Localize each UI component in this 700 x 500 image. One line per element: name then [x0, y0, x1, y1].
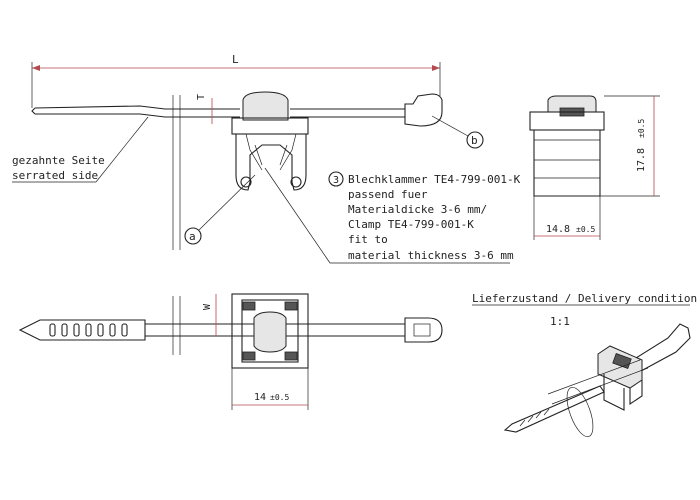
height-tol: ±0.5 [637, 119, 646, 138]
height-label: 17.8 [636, 148, 647, 172]
tie-head-top [253, 311, 287, 353]
serrated-label-de: gezahnte Seite [12, 154, 105, 167]
clamp-line-3: Materialdicke 3-6 mm/ [348, 203, 487, 216]
delivery-scale: 1:1 [550, 315, 570, 328]
tie-tail [404, 93, 443, 127]
bottom-width-tol: ±0.5 [270, 393, 289, 402]
length-label: L [232, 53, 239, 66]
clamp-number: 3 [333, 175, 339, 186]
clamp-top-view [231, 293, 309, 369]
clamp-line-6: material thickness 3-6 mm [348, 249, 514, 262]
tie-tip [18, 319, 146, 341]
callout-b-label: b [471, 134, 478, 147]
tie-tail-top [404, 317, 443, 343]
end-view-body [533, 130, 601, 197]
callout-a-label: a [189, 230, 196, 243]
delivery-condition: Lieferzustand / Delivery condition 1:1 [472, 292, 697, 438]
iso-strap-tail [619, 323, 691, 379]
side-view-tie: L T a b gezahnte Seite serrate [12, 53, 510, 264]
serrated-label-en: serrated side [12, 169, 98, 182]
serration-slots [49, 323, 128, 337]
callout-b [466, 131, 484, 149]
arrow-left [32, 65, 40, 71]
clamp-top [231, 117, 309, 135]
arrow-right [432, 65, 440, 71]
thickness-label: T [196, 94, 207, 100]
iso-strap-tip [503, 385, 605, 433]
clamp-number-badge [328, 171, 344, 187]
width-label: W [202, 303, 213, 310]
clamp-body [235, 134, 307, 191]
callout-a [184, 227, 202, 245]
clamp-line-4: Clamp TE4-799-001-K [348, 218, 474, 231]
clamp-note: 3 Blechklammer TE4-799-001-K passend fue… [328, 171, 521, 262]
top-view-tie: W 14 ±0.5 [18, 293, 443, 410]
iso-clamp [597, 345, 643, 389]
strap-body [34, 105, 240, 118]
tie-head [242, 91, 289, 121]
clamp-line-5: fit to [348, 233, 388, 246]
clamp-line-2: passend fuer [348, 188, 428, 201]
side-width-label: 14.8 [546, 224, 570, 235]
clamp-line-1: Blechklammer TE4-799-001-K [348, 173, 521, 186]
side-width-tol: ±0.5 [576, 225, 595, 234]
bottom-width-label: 14 [254, 392, 266, 403]
end-view: 17.8 ±0.5 14.8 ±0.5 [529, 95, 660, 240]
delivery-title: Lieferzustand / Delivery condition [472, 292, 697, 305]
